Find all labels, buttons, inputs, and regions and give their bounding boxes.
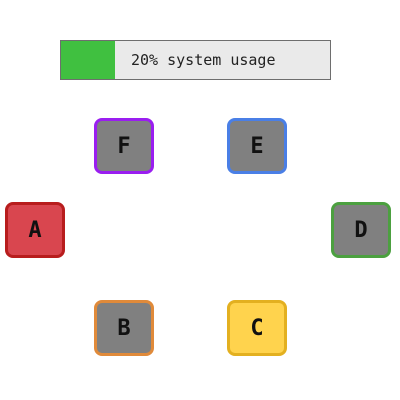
tile-e-label: E <box>250 133 264 159</box>
tile-b-button[interactable]: B <box>94 300 154 356</box>
tile-f-label: F <box>117 133 131 159</box>
tile-a-label: A <box>28 217 42 243</box>
tile-d-label: D <box>354 217 368 243</box>
tile-c-label: C <box>250 315 264 341</box>
tile-e-button[interactable]: E <box>227 118 287 174</box>
tile-b-label: B <box>117 315 131 341</box>
tile-c-button[interactable]: C <box>227 300 287 356</box>
system-usage-bar: 20% system usage <box>60 40 331 80</box>
tile-a-button[interactable]: A <box>5 202 65 258</box>
usage-label: 20% system usage <box>131 51 276 69</box>
usage-fill <box>61 41 115 79</box>
tile-f-button[interactable]: F <box>94 118 154 174</box>
tile-d-button[interactable]: D <box>331 202 391 258</box>
